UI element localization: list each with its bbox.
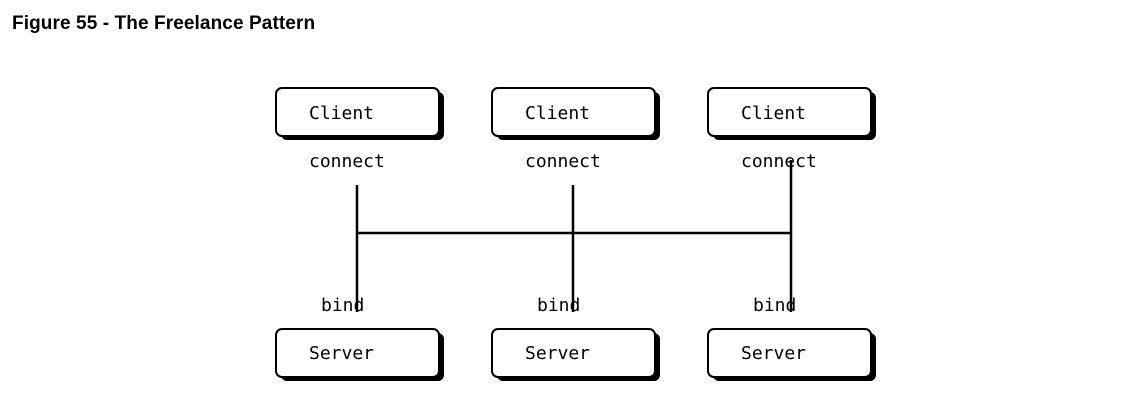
client-node-1: Client	[275, 87, 444, 140]
client-label: Client	[525, 103, 590, 124]
server-label: Server	[309, 343, 374, 364]
figure-title: Figure 55 - The Freelance Pattern	[12, 13, 316, 34]
server-node-1: Server	[275, 328, 444, 381]
server-node-2: Server	[491, 328, 660, 381]
client-label: Client	[309, 103, 374, 124]
connect-label: connect	[741, 151, 817, 172]
connect-label: connect	[525, 151, 601, 172]
server-label: Server	[741, 343, 806, 364]
bind-label: bind	[753, 295, 796, 316]
bind-label: bind	[537, 295, 580, 316]
client-node-3: Client	[707, 87, 876, 140]
client-node-2: Client	[491, 87, 660, 140]
client-box	[491, 87, 656, 137]
client-label: Client	[741, 103, 806, 124]
server-box	[275, 328, 440, 378]
client-box	[275, 87, 440, 137]
server-box	[707, 328, 872, 378]
bind-label: bind	[321, 295, 364, 316]
server-box	[491, 328, 656, 378]
connection-network	[355, 160, 793, 312]
connect-label: connect	[309, 151, 385, 172]
client-box	[707, 87, 872, 137]
server-label: Server	[525, 343, 590, 364]
server-node-3: Server	[707, 328, 876, 381]
